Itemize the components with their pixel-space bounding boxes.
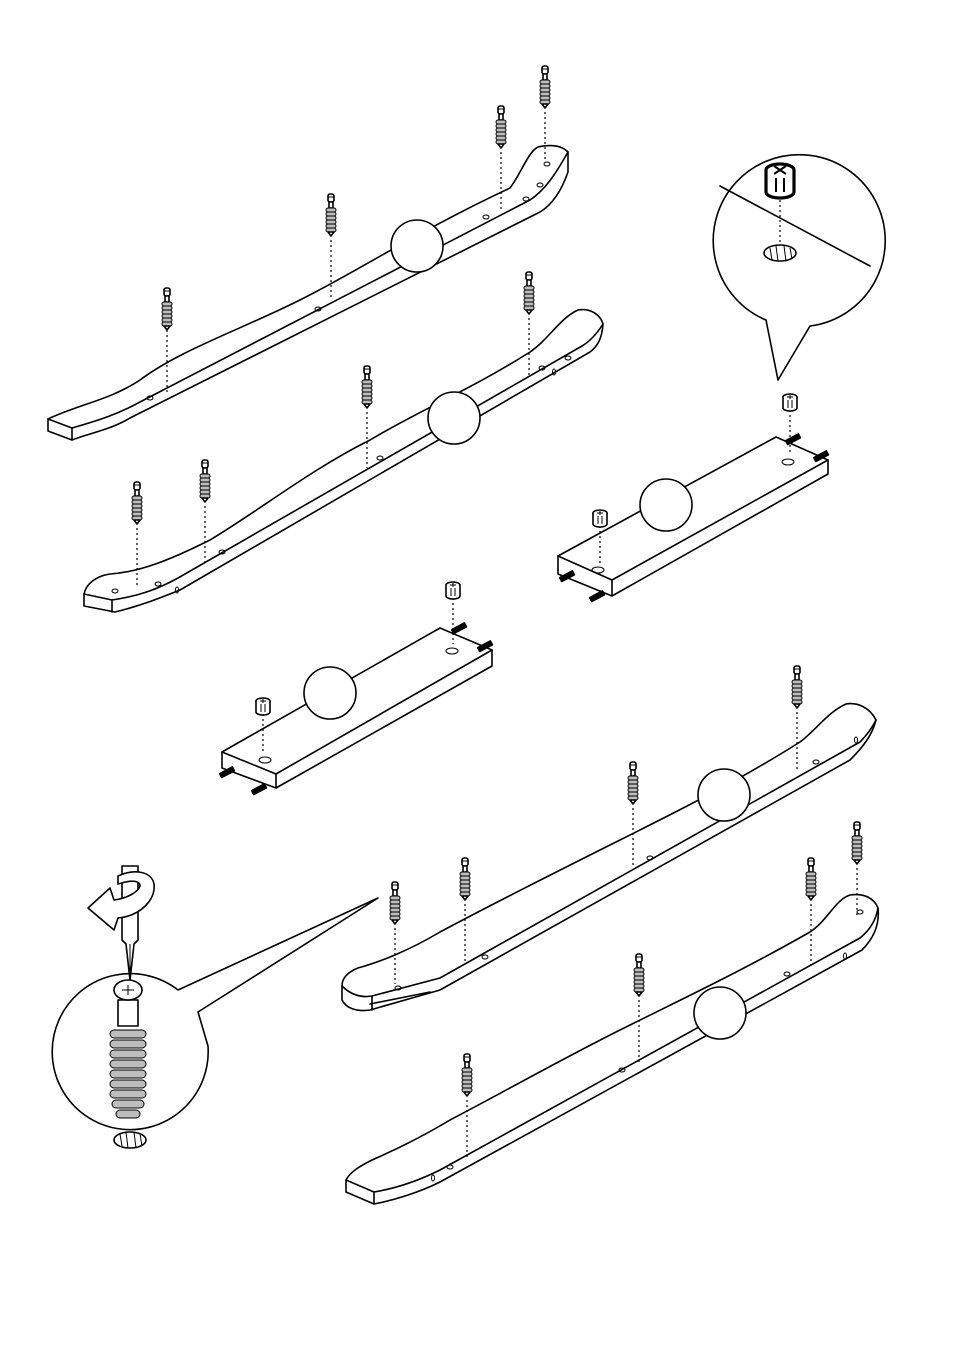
part-label-marker [694, 987, 746, 1039]
dowel-icon [628, 762, 638, 804]
dowel-icon [362, 366, 372, 408]
dowel-icon [162, 288, 172, 330]
part-label-marker [428, 392, 480, 444]
dowel-icon [852, 822, 862, 864]
dowel-icon [462, 1054, 472, 1096]
dowel-icon [634, 954, 644, 996]
part-label-marker [640, 479, 692, 531]
dowel-icon [200, 460, 210, 502]
part-label-marker [391, 220, 443, 272]
part-label-marker [698, 769, 750, 821]
rotate-arrow-icon [88, 872, 154, 930]
dowel-icon [460, 858, 470, 900]
cam-lock-icon [256, 698, 270, 715]
detail-magnifier-icon [52, 898, 378, 1148]
dowel-icon [496, 106, 506, 148]
screwdriver-icon [122, 866, 138, 980]
dowel-icon [326, 194, 336, 236]
detail-magnifier-icon [713, 155, 885, 380]
bolt [251, 783, 268, 796]
dowel-icon [132, 482, 142, 524]
dowel-icon [540, 66, 550, 108]
bolt [589, 590, 606, 603]
dowel-icon [524, 272, 534, 314]
cam-lock-icon [783, 394, 797, 411]
cam-lock-icon [446, 582, 460, 599]
dowel-icon [806, 858, 816, 900]
cam-lock-icon [593, 510, 607, 527]
dowel-icon [390, 882, 400, 924]
curved-rail-2 [84, 310, 603, 612]
dowel-icon [792, 666, 802, 708]
part-label-marker [304, 667, 356, 719]
